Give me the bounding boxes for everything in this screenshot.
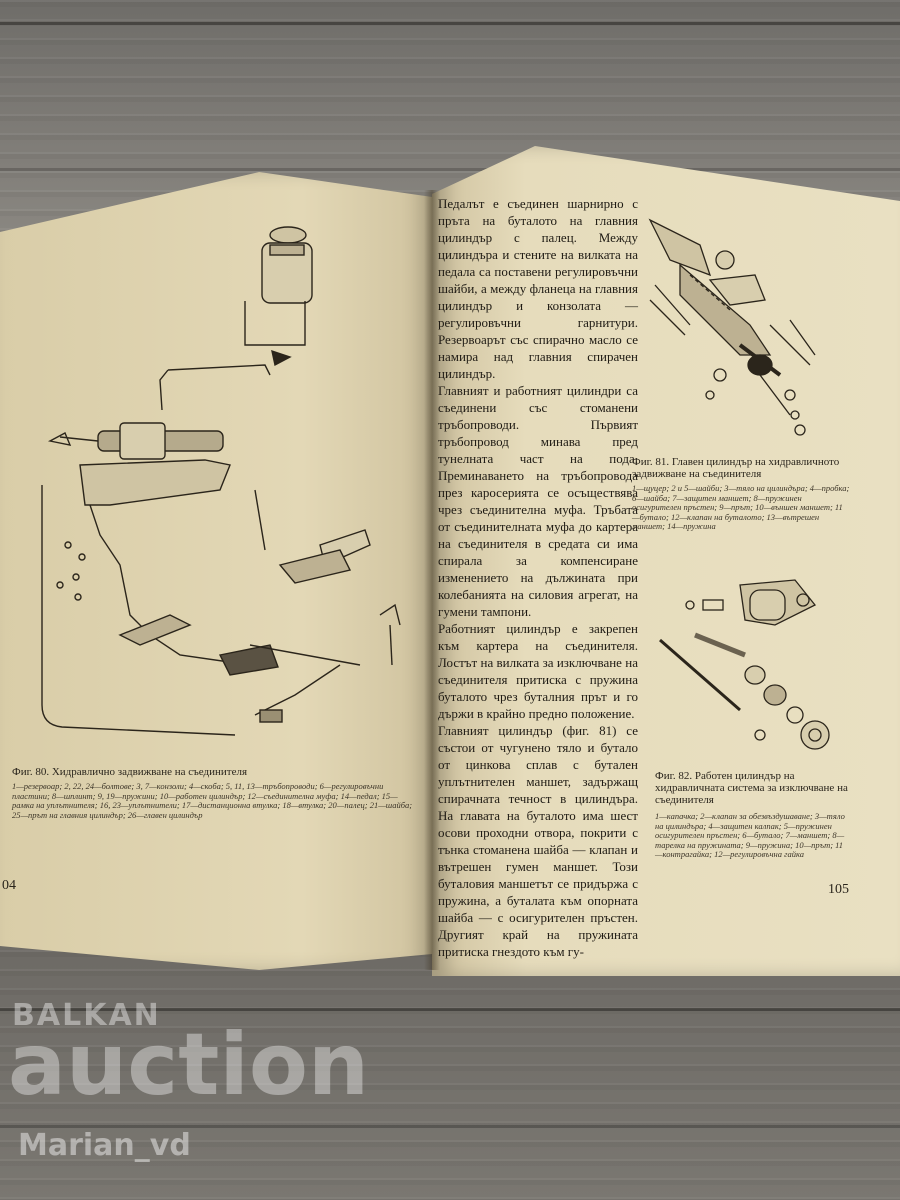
right-page-number: 105	[828, 882, 849, 897]
watermark-username: Marian_vd	[18, 1128, 191, 1163]
clutch-hydraulic-diagram	[41, 226, 401, 736]
fig81-caption: Фиг. 81. Главен цилиндър на хидравличнот…	[632, 456, 840, 480]
paragraph: Главният и работният цилиндри са съедине…	[438, 383, 638, 619]
fig82-legend: 1—капачка; 2—клапан за обезвъздушаване; …	[655, 811, 845, 859]
fig80-legend: 1—резервоар; 2, 22, 24—болтове; 3, 7—кон…	[12, 781, 413, 820]
plank-seam	[0, 168, 900, 171]
plank-seam	[0, 1125, 900, 1128]
watermark-auction: auction	[8, 1015, 370, 1115]
watermark-balkan: BALKAN	[12, 998, 161, 1033]
paragraph: Главният цилиндър (фиг. 81) се състои от…	[438, 723, 638, 959]
right-page	[432, 146, 900, 976]
fig82-caption: Фиг. 82. Работен цилиндър на хидравлична…	[655, 770, 848, 806]
plank-seam	[0, 22, 900, 25]
plank-seam	[0, 1008, 900, 1011]
right-page-body-text: Педалът е съединен шарнирно с пръта на б…	[438, 195, 638, 960]
paragraph: Педалът е съединен шарнирно с пръта на б…	[438, 196, 638, 381]
left-page-number: 04	[2, 878, 16, 893]
fig80-caption: Фиг. 80. Хидравлично задвижване на съеди…	[12, 766, 248, 778]
slave-cylinder-diagram	[659, 579, 830, 750]
book-gutter	[424, 190, 440, 970]
fig81-legend: 1—щуцер; 2 и 5—шайби; 3—тяло на цилиндър…	[632, 483, 850, 531]
master-cylinder-diagram	[648, 218, 816, 436]
paragraph: Работният цилиндър е закрепен към картер…	[438, 621, 638, 721]
left-page	[0, 172, 432, 970]
